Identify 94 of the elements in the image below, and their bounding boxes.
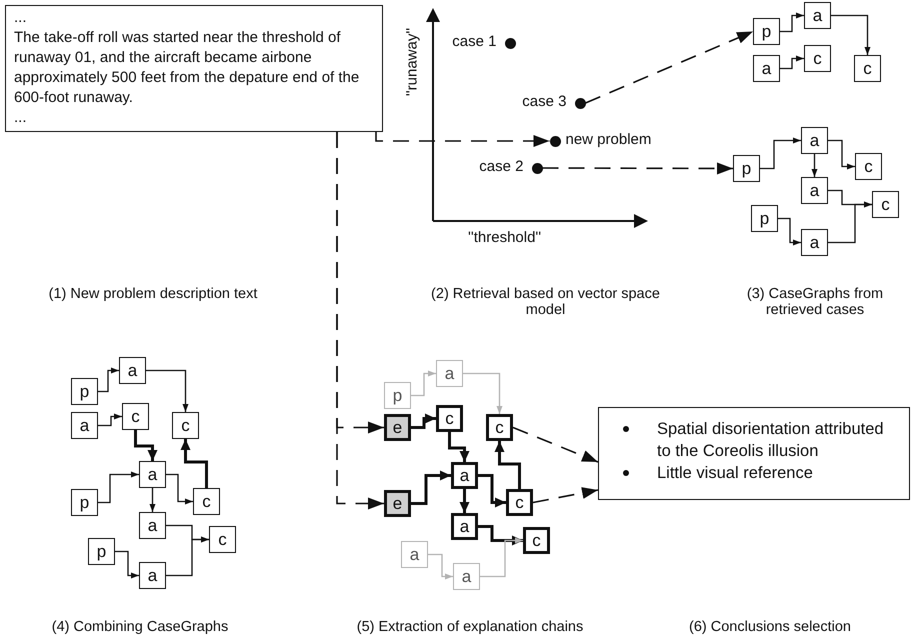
arrow [480,538,523,578]
list-item-text: Little visual reference [657,463,813,484]
node-box: a [451,513,478,540]
data-point [504,38,516,48]
dashed-arrow [512,426,598,463]
arrow [98,414,122,426]
node-box: a [804,2,831,29]
caption: (3) CaseGraphs from retrieved cases [746,286,884,318]
node-box: c [486,414,513,441]
arrow [478,474,506,508]
arrow [150,488,156,512]
description-text: The take-off roll was started near the threshold of runaway 01, and the aircraft became airbone approximately 500 feet from the depature end of the 600-foot runaway. [14,28,360,108]
caption: (5) Extraction of explanation chains [356,619,584,635]
ellipsis-text: ... [14,108,28,128]
arrow [411,470,451,505]
caption: (6) Conclusions selection [688,619,852,635]
arrow [460,489,470,513]
node-box: c [193,488,220,515]
arrow [115,550,139,578]
arrow [166,474,193,504]
arrow [828,140,855,170]
arrow [428,554,453,580]
arrow [812,154,818,177]
node-box: p [384,382,411,409]
arrow [134,430,158,461]
node-box: a [453,563,480,590]
arrow [831,14,870,55]
arrow [411,414,436,429]
caption: (1) New problem description text [48,286,258,302]
node-box: a [451,462,478,489]
arrow [760,138,801,170]
arrow [780,56,804,70]
node-box: a [801,127,828,154]
point-label: case 3 [522,93,566,110]
node-box: p [753,18,780,45]
axis-label: ''threshold'' [468,229,542,246]
node-box: c [854,55,881,82]
caption: (2) Retrieval based on vector space model [430,286,661,318]
node-box: c [506,489,533,516]
text-box [5,5,383,132]
node-box: a [436,360,463,387]
node-box: c [122,403,149,430]
dashed-arrow [585,30,754,104]
point-label: case 1 [452,33,496,50]
node-box: c [209,526,236,553]
caption: (4) Combining CaseGraphs [50,619,230,635]
list-item-text: Spatial disorientation attributed to the Coreolis illusion [657,419,885,462]
node-box: p [71,489,98,516]
node-box: p [733,155,760,182]
arrow [98,472,139,504]
node-box: a [753,55,780,82]
dashed-arrow [375,132,550,147]
arrow [98,368,119,392]
node-box: c [523,527,550,554]
node-box: a [71,412,98,439]
node-box: c [872,191,899,218]
arrow [494,441,521,489]
node-box: a [139,461,166,488]
node-box: p [88,538,115,565]
ellipsis-text: ... [14,8,28,28]
arrow [411,370,436,396]
data-point [532,162,542,174]
node-box: p [751,205,778,232]
axis-label: ''runaway'' [404,28,420,96]
dashed-arrow [542,162,733,174]
node-box: e [384,490,411,517]
node-box: a [401,541,428,568]
arrow [146,370,188,412]
arrow [166,536,209,576]
arrow [463,372,502,414]
node-box: c [804,45,831,72]
arrow [780,12,804,32]
node-box: a [139,562,166,589]
dashed-arrow [532,487,598,504]
node-box: a [139,512,166,539]
arrow [828,202,872,244]
data-point [550,136,560,146]
point-label: new problem [566,131,652,148]
node-box: c [436,405,463,432]
node-box: a [801,229,828,256]
dashed-arrow [336,132,384,510]
node-box: c [855,153,882,180]
node-box: a [801,177,828,204]
arrow [448,432,470,462]
conclusions-box [598,407,910,500]
node-box: e [384,414,411,441]
node-box: c [172,412,199,439]
arrow [180,439,208,488]
arrow [778,218,801,246]
arrow [478,525,523,546]
node-box: a [119,357,146,384]
data-point [574,98,586,108]
point-label: case 2 [479,158,524,175]
node-box: p [71,378,98,405]
